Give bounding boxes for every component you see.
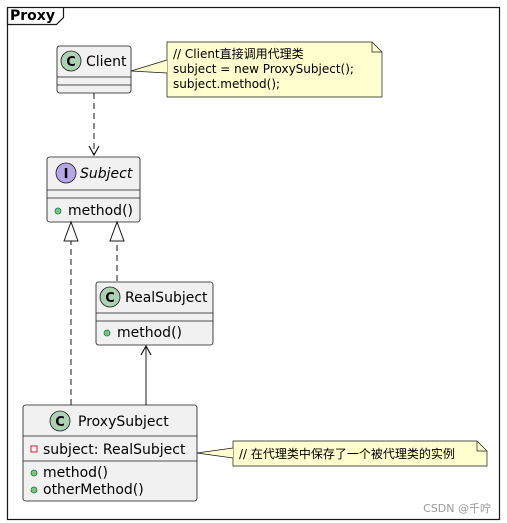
svg-text:I: I — [64, 167, 69, 182]
client-note-line-3: subject.method(); — [173, 77, 280, 91]
public-method-icon — [103, 329, 111, 337]
proxy-note: // 在代理类中保存了一个被代理类的实例 — [196, 440, 488, 467]
class-c-icon — [99, 286, 121, 308]
public-method-icon — [54, 207, 62, 215]
subject-interface-name: Subject — [80, 166, 133, 182]
proxy-note-text: // 在代理类中保存了一个被代理类的实例 — [239, 446, 455, 461]
watermark: CSDN @千咛 — [423, 502, 491, 515]
public-method-icon — [30, 469, 38, 477]
frame-title-tab — [6, 7, 65, 26]
private-field-icon — [30, 445, 38, 453]
client-class: C Client — [56, 45, 132, 94]
realization-arrowhead-realsubject — [109, 220, 125, 242]
realsubject-class: C RealSubject method() — [95, 281, 214, 346]
client-note-line-1: // Client直接调用代理类 — [173, 46, 304, 61]
svg-text:C: C — [66, 55, 76, 70]
public-method-icon — [30, 486, 38, 494]
proxysubject-class-name: ProxySubject — [78, 414, 169, 430]
frame-title: Proxy — [10, 8, 55, 24]
class-c-icon — [60, 50, 82, 72]
proxysubject-field: subject: RealSubject — [43, 442, 186, 458]
realization-arrowhead-proxysubject — [63, 220, 79, 242]
proxysubject-method-1: method() — [43, 465, 108, 481]
realsubject-method: method() — [117, 325, 182, 341]
proxysubject-method-2: otherMethod() — [43, 482, 144, 498]
class-c-icon — [49, 410, 71, 432]
client-class-name: Client — [86, 54, 127, 70]
svg-text:C: C — [55, 415, 65, 430]
svg-text:C: C — [105, 291, 115, 306]
frame-border — [6, 6, 501, 521]
client-note: // Client直接调用代理类 subject = new ProxySubj… — [130, 41, 383, 98]
realsubject-class-name: RealSubject — [125, 290, 208, 306]
subject-interface: I Subject method() — [46, 156, 141, 223]
subject-method: method() — [68, 203, 133, 219]
interface-i-icon — [55, 162, 77, 184]
client-note-line-2: subject = new ProxySubject(); — [173, 62, 354, 76]
proxysubject-class: C ProxySubject subject: RealSubject meth… — [22, 404, 198, 502]
